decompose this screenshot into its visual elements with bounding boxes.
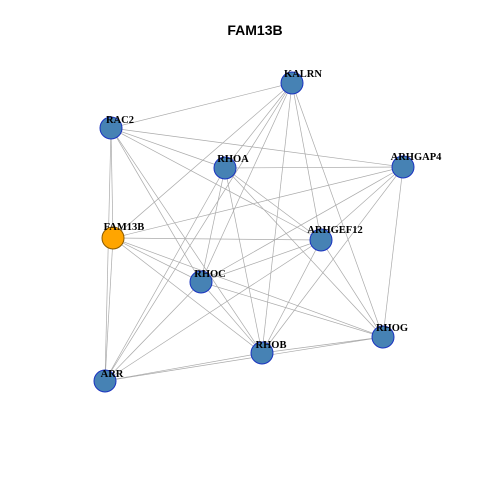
node-label-kalrn: KALRN [284, 69, 322, 80]
node-label-rac2: RAC2 [106, 115, 134, 126]
edge-rhoa-arhgap4 [224, 166, 404, 169]
edge-arhgap4-rhoc [200, 166, 404, 283]
edge-arhgap4-rhog [382, 166, 404, 338]
edge-rhob-arr [104, 352, 263, 382]
edge-rhoa-rhog [224, 167, 384, 338]
edge-rac2-arhgap4 [110, 127, 404, 168]
edge-arhgef12-arr [104, 239, 322, 382]
node-arr[interactable] [93, 369, 117, 393]
node-arhgef12[interactable] [309, 228, 333, 252]
node-rhoa[interactable] [213, 156, 237, 180]
node-label-fam13b: FAM13B [104, 222, 145, 233]
node-label-rhoa: RHOA [217, 154, 249, 165]
edge-rac2-fam13b [110, 127, 114, 239]
node-rac2[interactable] [99, 116, 123, 140]
edge-kalrn-rhoa [224, 82, 293, 169]
edge-rhob-rhog [261, 336, 384, 354]
edge-rhoa-rhob [224, 167, 263, 354]
nodes-layer [93, 71, 415, 393]
node-arhgap4[interactable] [391, 155, 415, 179]
edge-rac2-rhob [110, 127, 263, 354]
edge-arhgef12-rhoc [200, 239, 322, 283]
edge-arhgap4-fam13b [112, 166, 404, 239]
edge-arhgap4-arhgef12 [320, 166, 404, 241]
edge-kalrn-fam13b [112, 82, 293, 239]
edge-fam13b-arhgef12 [112, 237, 322, 241]
node-label-rhog: RHOG [376, 323, 408, 334]
node-label-rhob: RHOB [256, 340, 287, 351]
edge-kalrn-rhob [261, 82, 293, 354]
edge-arhgef12-rhob [261, 239, 322, 354]
edge-rhoa-arhgef12 [224, 167, 322, 241]
edge-kalrn-arr [104, 82, 293, 382]
edge-rac2-arr [104, 127, 112, 382]
node-label-rhoc: RHOC [194, 269, 226, 280]
edge-rhoc-rhog [200, 281, 384, 338]
node-label-arr: ARR [101, 369, 124, 380]
edge-fam13b-arr [104, 237, 114, 382]
edge-rhoa-rhoc [200, 167, 226, 283]
edge-rac2-rhoa [110, 127, 226, 169]
node-label-arhgap4: ARHGAP4 [391, 152, 442, 163]
edge-kalrn-rhoc [200, 82, 293, 283]
edge-rhoc-arr [104, 281, 202, 382]
node-kalrn[interactable] [280, 71, 304, 95]
edge-arhgap4-rhob [261, 166, 404, 354]
graph-title: FAM13B [227, 22, 282, 38]
node-rhob[interactable] [250, 341, 274, 365]
edges-layer [104, 82, 404, 382]
edge-kalrn-rhog [291, 82, 384, 338]
edge-kalrn-rac2 [110, 82, 293, 129]
node-rhoc[interactable] [189, 270, 213, 294]
edge-kalrn-arhgef12 [291, 82, 322, 241]
node-fam13b[interactable] [101, 226, 125, 250]
node-label-arhgef12: ARHGEF12 [307, 225, 362, 236]
edge-rac2-rhoc [110, 127, 202, 283]
node-rhog[interactable] [371, 325, 395, 349]
edge-arhgef12-rhog [320, 239, 384, 338]
edge-rhoc-rhob [200, 281, 263, 354]
edge-rhoa-arr [104, 167, 226, 382]
edge-rhog-arr [104, 336, 384, 382]
edge-fam13b-rhoc [112, 237, 202, 283]
